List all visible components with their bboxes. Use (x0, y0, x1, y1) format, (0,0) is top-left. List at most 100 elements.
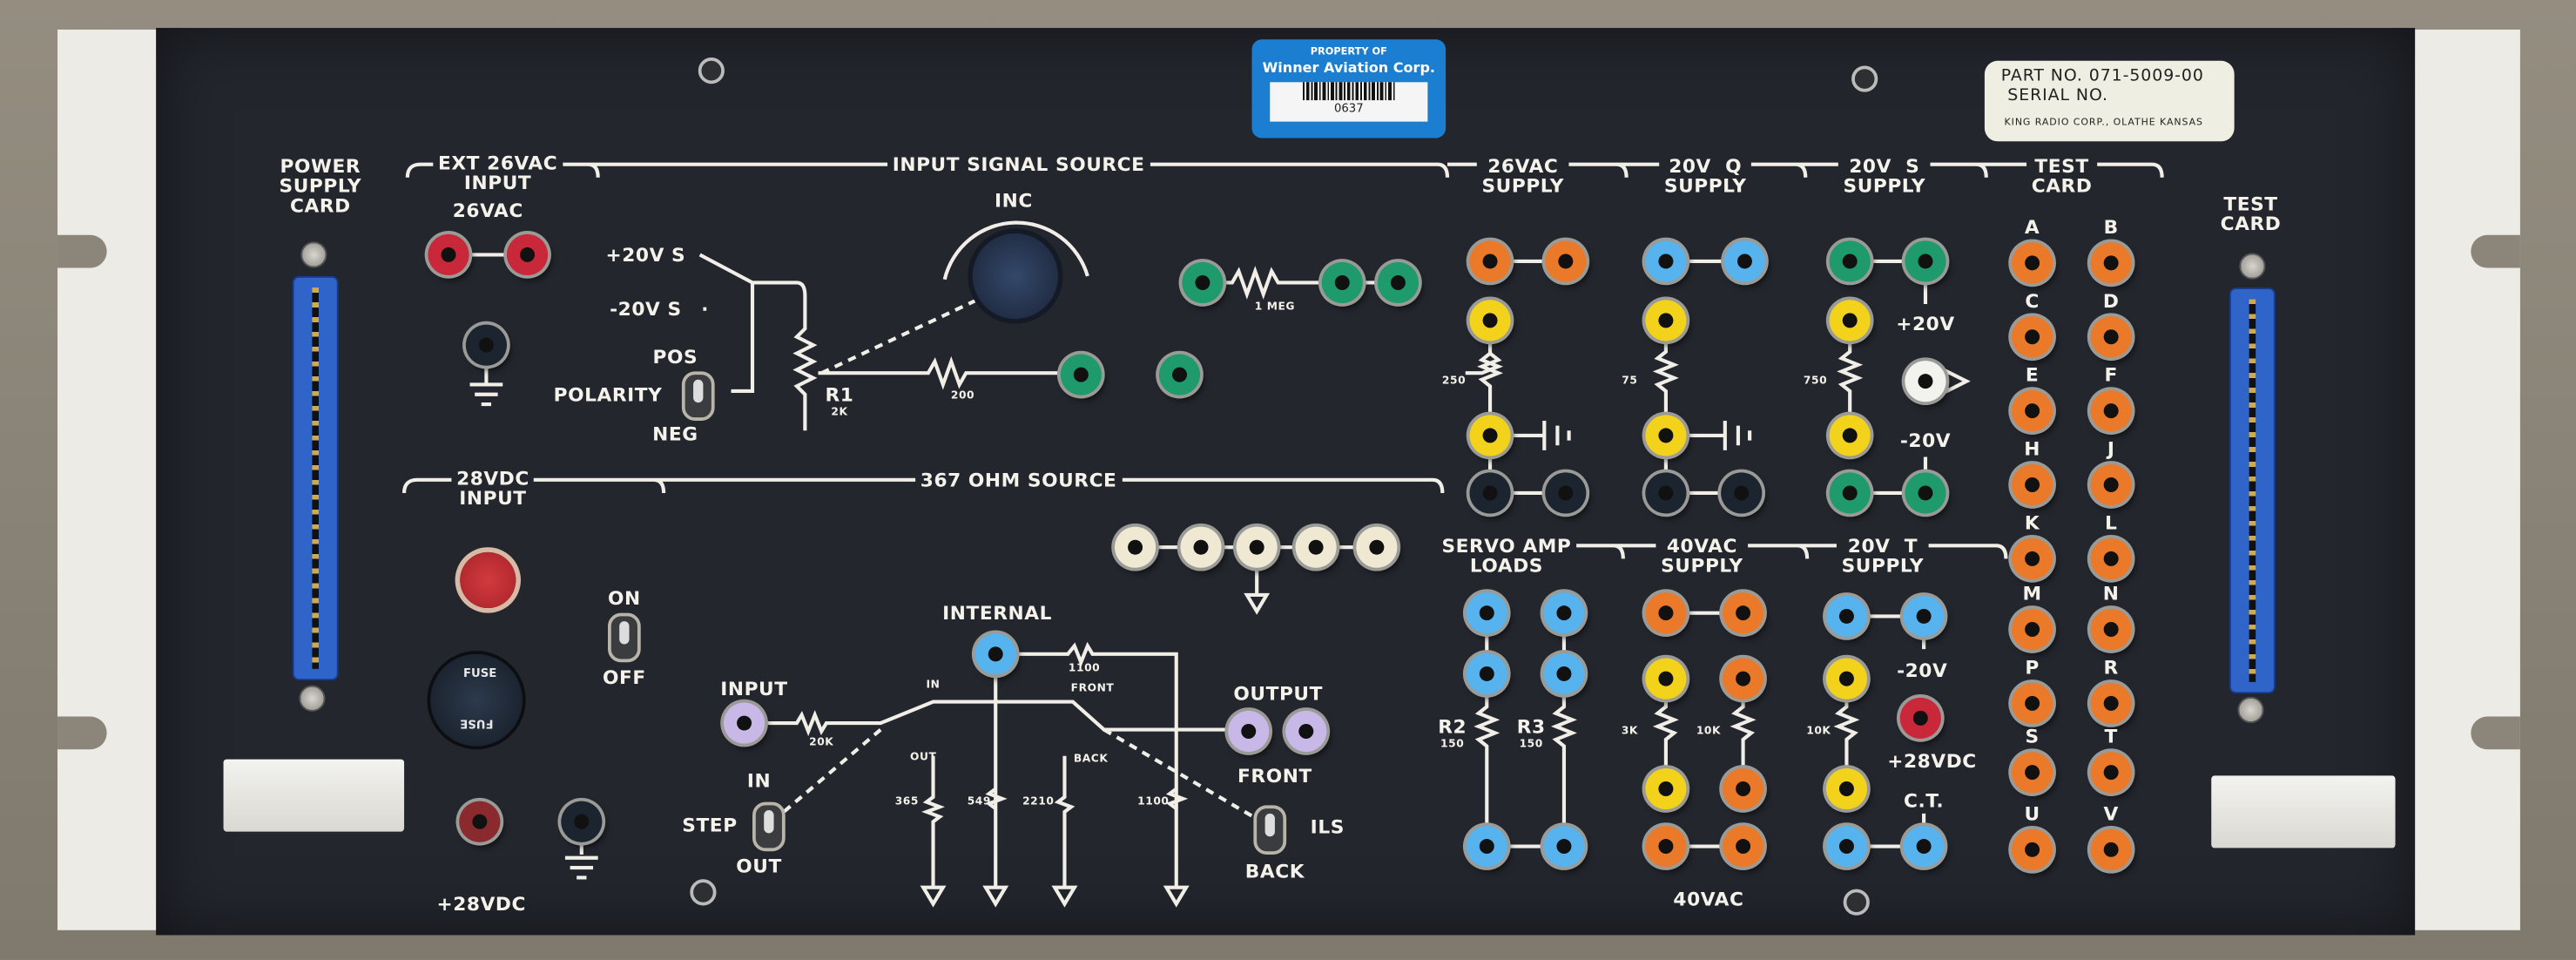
banana-jack-orange[interactable] (2012, 390, 2053, 432)
banana-jack-yellow[interactable] (1825, 767, 1868, 810)
banana-jack-blue[interactable] (974, 633, 1016, 675)
banana-jack-green[interactable] (1905, 472, 1946, 514)
banana-jack-orange[interactable] (1722, 767, 1764, 810)
inc-knob[interactable] (972, 233, 1058, 319)
banana-jack-orange[interactable] (2090, 316, 2132, 358)
banana-jack-orange[interactable] (2012, 316, 2053, 358)
banana-jack-green[interactable] (1182, 261, 1224, 304)
banana-jack-yellow[interactable] (1645, 767, 1687, 810)
input-28vdc-header: 28VDC INPUT (451, 469, 535, 508)
polarity-toggle[interactable] (681, 371, 715, 421)
banana-jack-blue[interactable] (1903, 595, 1945, 638)
banana-jack-yellow[interactable] (1645, 300, 1687, 341)
banana-jack-orange[interactable] (1469, 240, 1511, 282)
ext-26vac-header: EXT 26VAC INPUT (433, 152, 563, 193)
step-toggle[interactable] (752, 801, 786, 852)
banana-jack-blue[interactable] (1543, 652, 1585, 695)
banana-jack-blue[interactable] (1825, 595, 1868, 638)
banana-jack-green[interactable] (1377, 261, 1419, 304)
banana-jack-green[interactable] (1829, 472, 1871, 514)
banana-jack-red[interactable] (506, 233, 549, 275)
banana-jack-cream[interactable] (1356, 526, 1398, 568)
test-card-pin-label: U (2024, 801, 2040, 826)
banana-jack-yellow[interactable] (1645, 658, 1687, 700)
banana-jack-orange[interactable] (2012, 242, 2053, 284)
test-card-pin-label: C (2025, 289, 2040, 313)
supply-20vs-wiring (1837, 259, 1971, 496)
test-card-pin-label: B (2103, 215, 2119, 239)
banana-jack-green[interactable] (1158, 354, 1201, 395)
banana-jack-orange[interactable] (2012, 828, 2053, 870)
banana-jack-blue[interactable] (1723, 240, 1766, 282)
barcode-number: 0637 (1333, 101, 1364, 116)
banana-jack-orange[interactable] (1722, 825, 1764, 868)
banana-jack-orange[interactable] (1722, 658, 1764, 700)
banana-jack-green[interactable] (1905, 240, 1946, 282)
banana-jack-orange[interactable] (2090, 390, 2132, 432)
banana-jack-red[interactable] (428, 233, 469, 275)
panel-label-off: OFF (602, 666, 646, 689)
banana-jack-blue[interactable] (1903, 825, 1945, 868)
banana-jack-yellow[interactable] (1645, 415, 1687, 456)
banana-jack-orange[interactable] (2090, 682, 2132, 725)
banana-jack-cream[interactable] (1236, 526, 1278, 568)
panel-label-t-plus28: +28VDC (1887, 749, 1977, 773)
banana-jack-black[interactable] (561, 801, 603, 842)
banana-jack-orange[interactable] (2090, 752, 2132, 794)
banana-jack-orange[interactable] (2090, 463, 2132, 506)
fuse-holder[interactable]: FUSE FUSE (430, 653, 523, 747)
supply-26vac-wiring (1465, 259, 1571, 496)
banana-jack-cream[interactable] (1180, 526, 1222, 568)
power-toggle[interactable] (608, 612, 641, 663)
banana-jack-orange[interactable] (1645, 592, 1687, 634)
banana-jack-black[interactable] (1469, 472, 1511, 514)
banana-jack-orange[interactable] (2012, 752, 2053, 794)
banana-jack-orange[interactable] (2090, 537, 2132, 579)
banana-jack-blue[interactable] (1466, 825, 1507, 868)
test-card-pin-label: V (2103, 801, 2119, 826)
banana-jack-yellow[interactable] (1469, 415, 1511, 456)
banana-jack-red[interactable] (1899, 697, 1941, 739)
banana-jack-black[interactable] (1645, 472, 1687, 514)
banana-jack-orange[interactable] (2090, 828, 2132, 870)
banana-jack-orange[interactable] (2012, 537, 2053, 579)
banana-jack-orange[interactable] (2012, 463, 2053, 506)
banana-jack-orange[interactable] (2012, 608, 2053, 651)
banana-jack-green[interactable] (1060, 354, 1102, 395)
banana-jack-yellow[interactable] (1829, 415, 1871, 456)
banana-jack-purple[interactable] (1228, 710, 1270, 753)
power-supply-card-label: POWER SUPPLY CARD (279, 154, 362, 218)
banana-jack-purple[interactable] (724, 702, 765, 744)
test-card-connector[interactable] (2229, 287, 2276, 694)
banana-jack-darkred[interactable] (459, 801, 501, 842)
banana-jack-blue[interactable] (1466, 652, 1507, 695)
banana-jack-orange[interactable] (2090, 608, 2132, 651)
banana-jack-blue[interactable] (1543, 825, 1585, 868)
test-card-pin-label: F (2104, 362, 2118, 387)
banana-jack-blue[interactable] (1543, 592, 1585, 634)
banana-jack-blue[interactable] (1645, 240, 1687, 282)
banana-jack-yellow[interactable] (1469, 300, 1511, 341)
banana-jack-cream[interactable] (1295, 526, 1337, 568)
panel-label-r1100b: 1100 (1137, 794, 1170, 808)
banana-jack-blue[interactable] (1466, 592, 1507, 634)
banana-jack-purple[interactable] (1285, 710, 1327, 753)
banana-jack-black[interactable] (1721, 472, 1763, 514)
banana-jack-blue[interactable] (1825, 825, 1868, 868)
banana-jack-orange[interactable] (1545, 240, 1587, 282)
banana-jack-orange[interactable] (2012, 682, 2053, 725)
banana-jack-black[interactable] (1545, 472, 1587, 514)
banana-jack-yellow[interactable] (1829, 300, 1871, 341)
ils-toggle[interactable] (1253, 805, 1287, 855)
banana-jack-yellow[interactable] (1825, 658, 1868, 700)
banana-jack-white[interactable] (1905, 361, 1946, 402)
banana-jack-orange[interactable] (1722, 592, 1764, 634)
sticker-owner: Winner Aviation Corp. (1262, 60, 1436, 78)
power-supply-card-connector[interactable] (292, 275, 339, 681)
banana-jack-green[interactable] (1321, 261, 1363, 304)
banana-jack-black[interactable] (465, 324, 507, 366)
banana-jack-cream[interactable] (1114, 526, 1157, 568)
banana-jack-orange[interactable] (1645, 825, 1687, 868)
banana-jack-green[interactable] (1829, 240, 1871, 282)
banana-jack-orange[interactable] (2090, 242, 2132, 284)
